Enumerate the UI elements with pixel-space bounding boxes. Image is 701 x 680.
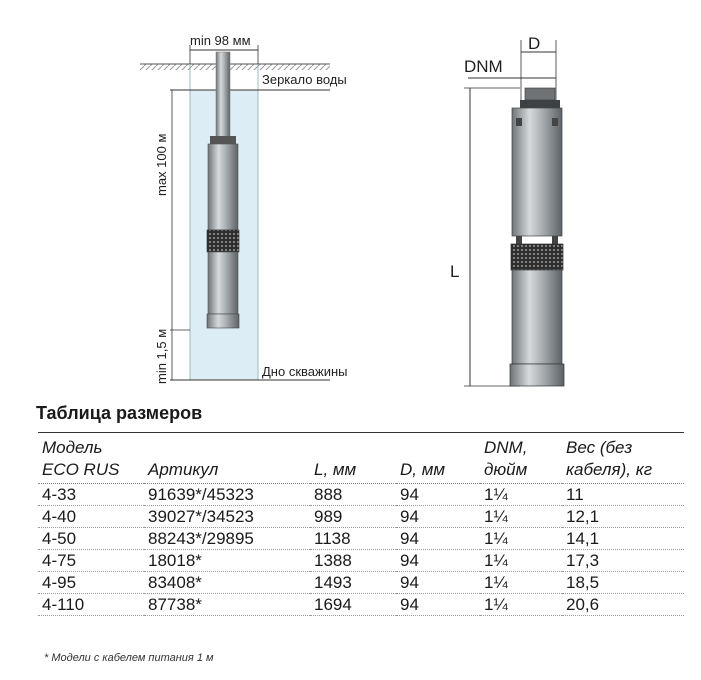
header-diameter: D, мм	[396, 432, 480, 484]
cell-diameter: 94	[396, 593, 480, 616]
table-title: Таблица размеров	[36, 403, 203, 423]
cell-article: 39027*/34523	[144, 505, 310, 528]
d-dimension-label: D	[528, 34, 541, 53]
cell-diameter: 94	[396, 483, 480, 506]
table-row: 4-40 39027*/34523 989 94 1¼ 12,1	[38, 505, 684, 528]
table-body: 4-33 91639*/45323 888 94 1¼ 11 4-40 3902…	[38, 483, 684, 616]
cell-weight: 11	[562, 483, 684, 506]
dimensions-table: Модель ECO RUS Артикул L, мм D, мм DNM, …	[38, 432, 684, 616]
cell-length: 989	[310, 505, 396, 528]
cell-diameter: 94	[396, 571, 480, 594]
table-row: 4-33 91639*/45323 888 94 1¼ 11	[38, 483, 684, 506]
cell-dnm: 1¼	[480, 527, 562, 550]
cell-diameter: 94	[396, 549, 480, 572]
cell-weight: 18,5	[562, 571, 684, 594]
cell-length: 1138	[310, 527, 396, 550]
installation-diagram-svg	[140, 40, 565, 387]
cell-model: 4-95	[38, 571, 144, 594]
header-weight: Вес (без кабеля), кг	[562, 432, 684, 484]
pump-dimension-diagram	[464, 40, 565, 387]
cell-dnm: 1¼	[480, 571, 562, 594]
cell-dnm: 1¼	[480, 593, 562, 616]
cell-model: 4-40	[38, 505, 144, 528]
water-mirror-label: Зеркало воды	[262, 72, 347, 87]
cell-length: 1388	[310, 549, 396, 572]
header-length: L, мм	[310, 432, 396, 484]
cell-dnm: 1¼	[480, 483, 562, 506]
cell-model: 4-110	[38, 593, 144, 616]
cell-article: 91639*/45323	[144, 483, 310, 506]
table-row: 4-75 18018* 1388 94 1¼ 17,3	[38, 549, 684, 572]
cell-diameter: 94	[396, 527, 480, 550]
well-bottom-label: Дно скважины	[262, 364, 348, 379]
header-dnm: DNM, дюйм	[480, 432, 562, 484]
cell-article: 88243*/29895	[144, 527, 310, 550]
cell-diameter: 94	[396, 505, 480, 528]
cell-article: 18018*	[144, 549, 310, 572]
cell-model: 4-33	[38, 483, 144, 506]
header-model: Модель ECO RUS	[38, 432, 144, 484]
cell-length: 888	[310, 483, 396, 506]
max-depth-label: max 100 м	[154, 133, 169, 196]
cell-model: 4-50	[38, 527, 144, 550]
footnote: * Модели с кабелем питания 1 м	[44, 652, 214, 664]
table-row: 4-50 88243*/29895 1138 94 1¼ 14,1	[38, 527, 684, 550]
cell-weight: 20,6	[562, 593, 684, 616]
l-dimension-label: L	[450, 262, 460, 281]
header-article: Артикул	[144, 432, 310, 484]
dnm-dimension-label: DNM	[464, 57, 503, 76]
cell-model: 4-75	[38, 549, 144, 572]
cell-weight: 14,1	[562, 527, 684, 550]
cell-length: 1493	[310, 571, 396, 594]
cell-dnm: 1¼	[480, 549, 562, 572]
min-width-label: min 98 мм	[190, 33, 251, 48]
table-row: 4-95 83408* 1493 94 1¼ 18,5	[38, 571, 684, 594]
min-bottom-label: min 1,5 м	[154, 328, 169, 384]
well-diagram	[140, 45, 330, 381]
table-row: 4-110 87738* 1694 94 1¼ 20,6	[38, 593, 684, 616]
diagrams-area: min 98 мм Зеркало воды max 100 м min 1,5…	[140, 33, 565, 387]
cell-weight: 17,3	[562, 549, 684, 572]
cell-dnm: 1¼	[480, 505, 562, 528]
cell-length: 1694	[310, 593, 396, 616]
cell-article: 83408*	[144, 571, 310, 594]
cell-article: 87738*	[144, 593, 310, 616]
cell-weight: 12,1	[562, 505, 684, 528]
table-header-row: Модель ECO RUS Артикул L, мм D, мм DNM, …	[38, 432, 684, 484]
